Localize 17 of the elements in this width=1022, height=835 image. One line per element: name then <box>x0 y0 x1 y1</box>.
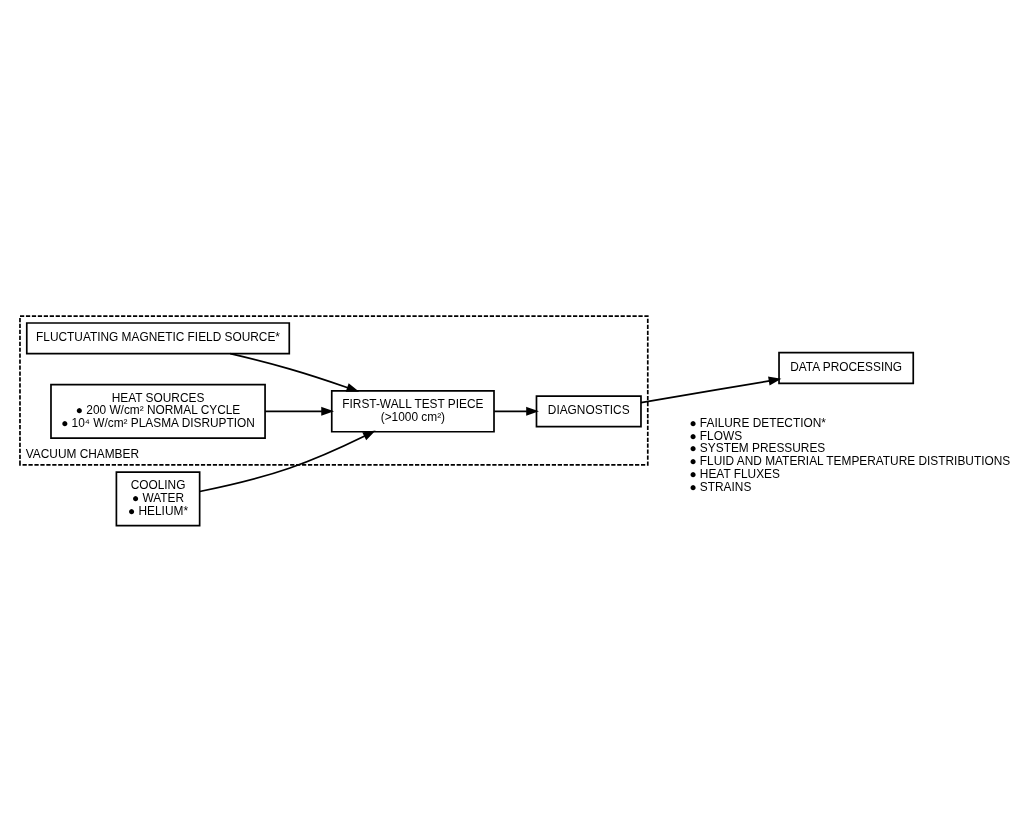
node-label: ● STRAINS <box>689 479 752 494</box>
node-label: ● HEAT FLUXES <box>689 466 780 481</box>
arrow <box>229 352 360 392</box>
node-label: ● FLUID AND MATERIAL TEMPERATURE DISTRIBUTIONS <box>689 454 1011 469</box>
node-label: ● FAILURE DETECTION* <box>689 415 826 430</box>
node-box: DATA PROCESSING <box>778 351 915 385</box>
node-label: ● SYSTEM PRESSURES <box>689 441 826 456</box>
arrow <box>264 406 334 416</box>
node-box: FIRST-WALL TEST PIECE (>1000 cm²) <box>330 390 495 433</box>
node-box: DIAGNOSTICS <box>535 395 642 428</box>
arrow <box>198 430 376 493</box>
arrow <box>640 376 782 404</box>
node-box: COOLING ● WATER ● HELIUM* <box>115 471 201 527</box>
arrow <box>493 406 539 416</box>
node-box: FLUCTUATING MAGNETIC FIELD SOURCE* <box>25 322 291 355</box>
node-box: HEAT SOURCES ● 200 W/cm² NORMAL CYCLE ● 10⁴ W/cm² PLASMA DISRUPTION <box>50 383 266 439</box>
node-label: ● FLOWS <box>689 428 743 443</box>
